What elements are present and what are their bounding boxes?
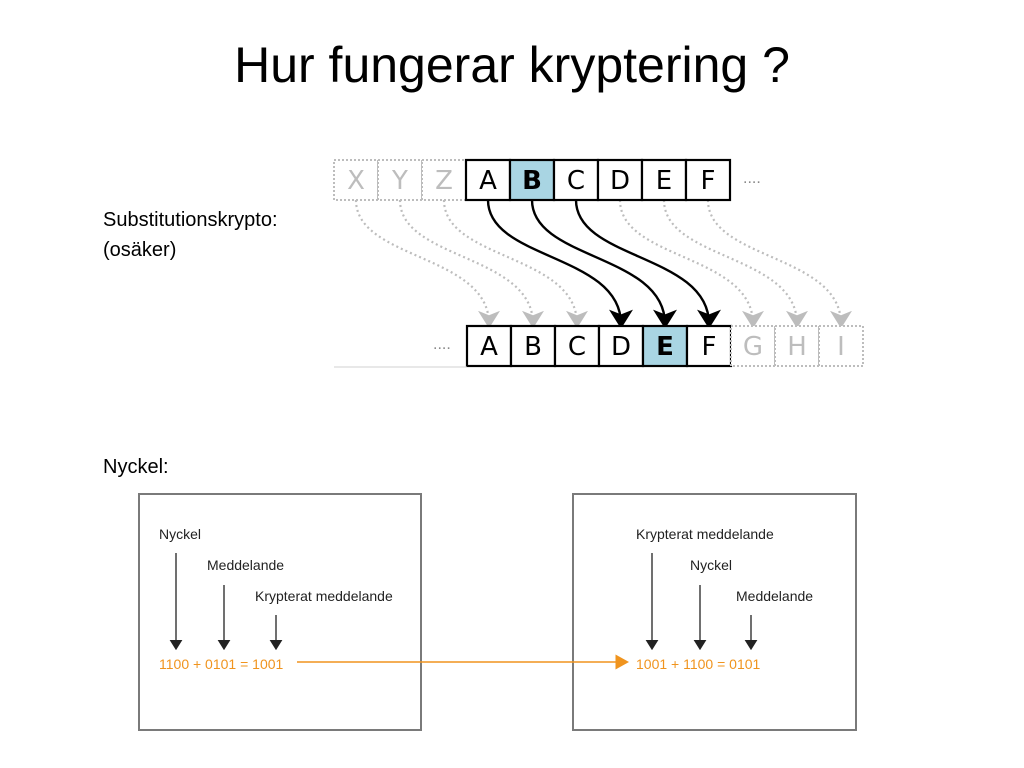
plain-letter-d: D [610, 166, 630, 196]
shift-arrow-c [574, 199, 721, 329]
plain-letter-y: Y [391, 166, 408, 196]
cipher-letter-a: A [480, 332, 498, 362]
cipher-letter-b: B [524, 332, 542, 362]
encrypt-panel: Nyckel Meddelande Krypterat meddelande 1… [138, 493, 422, 731]
key-label: Nyckel: [103, 456, 169, 478]
cipher-letter-h: H [787, 332, 807, 362]
plain-letter-z: Z [435, 166, 453, 196]
cipher-letter-e: E [656, 332, 674, 362]
plain-letter-f: F [701, 166, 716, 196]
plain-letter-b: B [522, 166, 542, 196]
plain-letter-e: E [656, 166, 672, 196]
cipher-cell-h [774, 325, 820, 367]
shift-arrow-y [398, 199, 544, 329]
plain-cell-e [640, 158, 688, 202]
shift-arrow-d [618, 199, 764, 329]
cipher-cell-c [553, 324, 601, 368]
cipher-cell-g [730, 325, 776, 367]
plain-letter-x: X [347, 166, 365, 196]
cipher-letter-i: I [837, 332, 845, 362]
plain-cell-b [508, 158, 556, 202]
cipher-cell-a [465, 324, 513, 368]
slide-title: Hur fungerar kryptering ? [234, 37, 790, 93]
plain-letter-c: C [567, 166, 585, 196]
plain-letter-a: A [479, 166, 497, 196]
shift-arrow-a [486, 199, 633, 329]
plain-cell-d [596, 158, 644, 202]
cipher-letter-d: D [611, 332, 631, 362]
substitution-label: Substitutionskrypto: [103, 209, 278, 231]
shift-arrow-f [706, 199, 852, 329]
encrypt-message-label: Meddelande [207, 557, 284, 573]
ellipsis-top: .... [743, 170, 761, 187]
encrypt-key-label: Nyckel [159, 526, 201, 542]
decrypt-equation: 1001 + 1100 = 0101 [636, 656, 761, 672]
ellipsis-bottom: .... [433, 336, 451, 353]
decrypt-panel: Krypterat meddelande Nyckel Meddelande 1… [572, 493, 857, 731]
shift-arrows [354, 199, 852, 329]
cipher-letter-g: G [743, 332, 763, 362]
shift-arrow-z [442, 199, 588, 329]
cipher-cell-d [597, 324, 645, 368]
encrypt-cipher-label: Krypterat meddelande [255, 588, 393, 604]
decrypt-message-label: Meddelande [736, 588, 813, 604]
cipher-letter-c: C [568, 332, 586, 362]
plain-cell-x [333, 159, 379, 201]
decrypt-cipher-label: Krypterat meddelande [636, 526, 774, 542]
shift-arrow-x [354, 199, 500, 329]
shift-arrow-b [530, 199, 677, 329]
cipher-letter-f: F [702, 332, 717, 362]
cipher-cell-i [818, 325, 864, 367]
insecure-note: (osäker) [103, 239, 177, 261]
encrypt-equation: 1100 + 0101 = 1001 [159, 656, 284, 672]
shift-arrow-e [662, 199, 808, 329]
decrypt-key-label: Nyckel [690, 557, 732, 573]
plain-cell-y [377, 159, 423, 201]
plain-cell-z [421, 159, 467, 201]
plain-cell-f [684, 158, 732, 202]
